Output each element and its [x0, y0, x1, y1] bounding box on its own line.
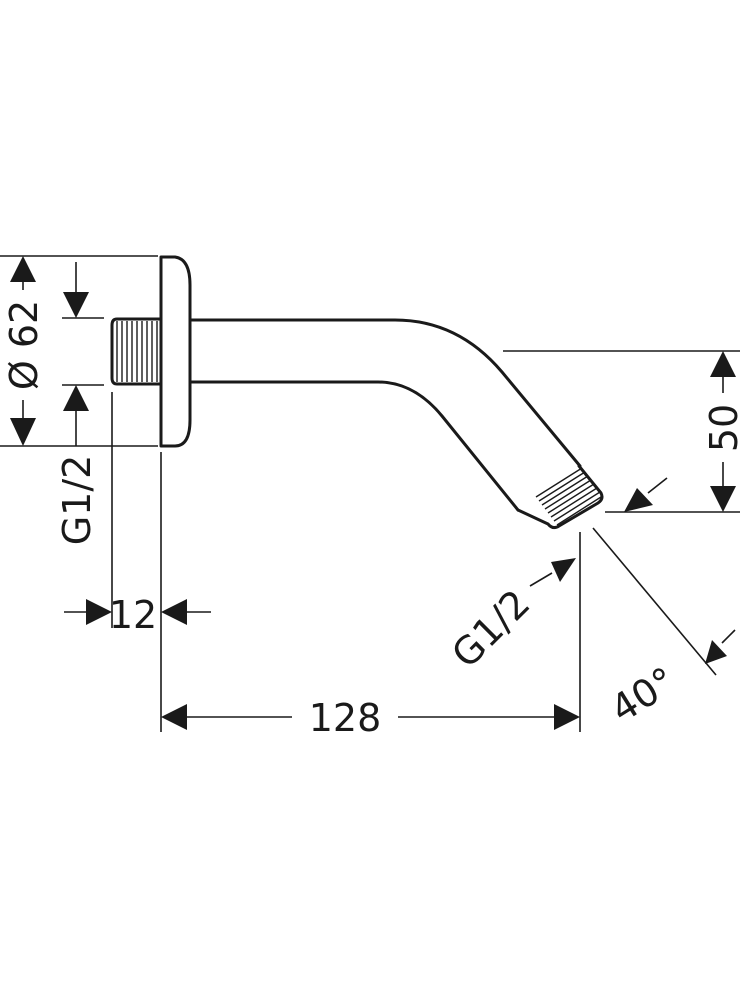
dimension-thread-outlet: G1/2: [443, 558, 576, 676]
arrow-up: [710, 351, 736, 377]
dimension-50: 50: [702, 351, 740, 512]
outlet-thread: [516, 464, 604, 530]
arrow-left: [161, 704, 187, 730]
arrow-right: [554, 704, 580, 730]
wall-thread-connector: [110, 317, 163, 386]
thread-left-label: G1/2: [55, 455, 99, 546]
arrow-down: [710, 486, 736, 512]
arrow-down: [63, 292, 89, 318]
arrow-angle-upper: [624, 488, 653, 512]
diameter-label: Ø 62: [2, 300, 46, 390]
dimension-thread-left: G1/2: [55, 262, 99, 545]
arrow-angle-lower: [705, 640, 727, 664]
arrow-up: [10, 256, 36, 282]
dimension-angle: 40°: [603, 477, 736, 731]
thread-length-label: 12: [109, 593, 157, 637]
dimension-diameter: Ø 62: [2, 256, 46, 446]
arrow-to-outlet: [551, 558, 576, 582]
dimension-12: 12: [64, 593, 211, 637]
wall-flange: [159, 255, 192, 448]
outlet-thread-lines: [535, 467, 602, 526]
projection-label: 128: [309, 696, 382, 740]
shower-arm-tube: [188, 318, 582, 512]
thread-outlet-label: G1/2: [443, 581, 538, 676]
arrow-left: [161, 599, 187, 625]
extension-lines: [0, 255, 740, 732]
arrow-right: [86, 599, 112, 625]
wall-thread-lines: [116, 321, 158, 382]
drop-label: 50: [702, 404, 740, 452]
dimension-128: 128: [161, 696, 580, 740]
angle-label: 40°: [603, 658, 683, 731]
arrow-down: [10, 418, 36, 446]
arrow-up: [63, 385, 89, 411]
